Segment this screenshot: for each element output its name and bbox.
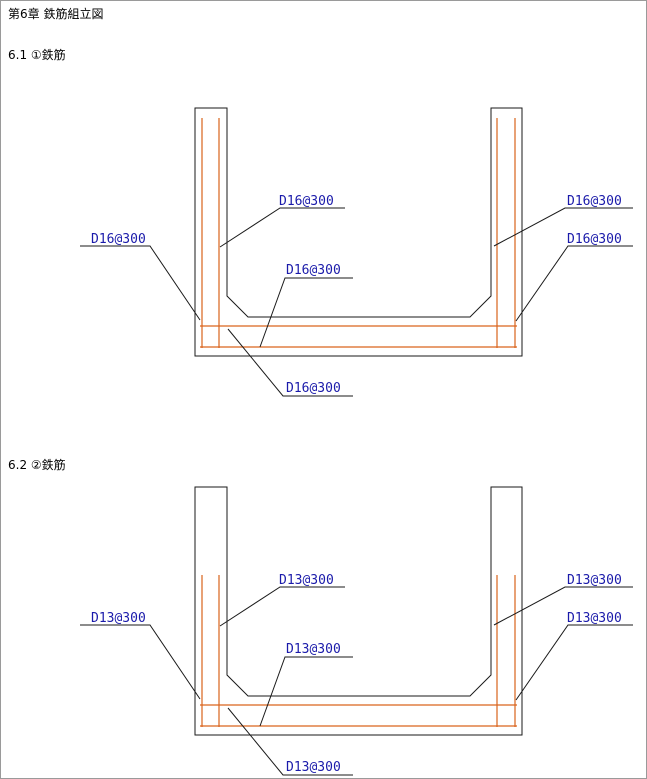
label-right-wall-inner-1: D16@300	[567, 194, 622, 209]
section-heading-1: 6.1 ①鉄筋	[8, 48, 66, 62]
section-heading-2: 6.2 ②鉄筋	[8, 458, 66, 472]
leaders-1	[80, 207, 633, 397]
concrete-outline-1	[194, 107, 523, 357]
label-bottom-upper-1: D16@300	[286, 263, 341, 278]
rebar-lines-1	[200, 118, 517, 348]
label-right-wall-inner-2: D13@300	[567, 573, 622, 588]
label-left-wall-outer-2: D13@300	[91, 611, 146, 626]
concrete-outline-2	[194, 486, 523, 736]
label-right-wall-outer-1: D16@300	[567, 232, 622, 247]
label-right-wall-outer-2: D13@300	[567, 611, 622, 626]
label-bottom-lower-1: D16@300	[286, 381, 341, 396]
chapter-title: 第6章 鉄筋組立図	[8, 7, 104, 21]
rebar-lines-2	[200, 575, 517, 727]
label-bottom-lower-2: D13@300	[286, 760, 341, 775]
leaders-2	[80, 586, 633, 776]
label-left-wall-inner-1: D16@300	[279, 194, 334, 209]
drawing-rebar-2: D13@300 D13@300 D13@300 D13@300 D13@300 …	[80, 486, 633, 776]
drawing-rebar-1: D16@300 D16@300 D16@300 D16@300 D16@300 …	[80, 107, 633, 397]
label-left-wall-inner-2: D13@300	[279, 573, 334, 588]
label-left-wall-outer-1: D16@300	[91, 232, 146, 247]
label-bottom-upper-2: D13@300	[286, 642, 341, 657]
